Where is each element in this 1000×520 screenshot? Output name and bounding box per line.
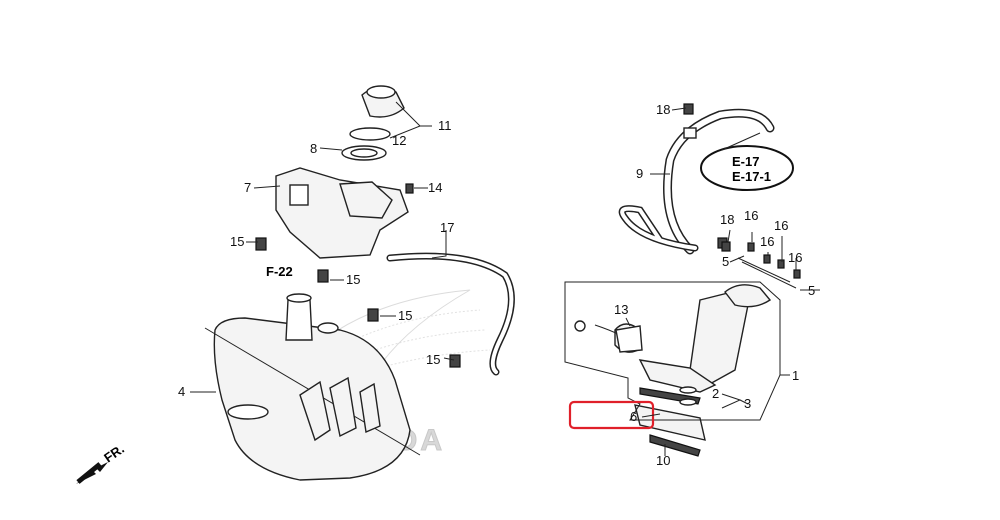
- reference-ellipse-e17: [700, 145, 794, 191]
- callout-2: 2: [712, 386, 719, 401]
- callout-10: 10: [656, 453, 670, 468]
- callout-5-b: 5: [808, 283, 815, 298]
- callout-8: 8: [310, 141, 317, 156]
- bolt-15-c: [367, 308, 379, 322]
- bolt-15-d: [449, 354, 461, 368]
- fuel-feed-hose: [618, 103, 775, 255]
- callout-5-a: 5: [722, 254, 729, 269]
- callout-17: 17: [440, 220, 454, 235]
- fuel-level-sensor-13: [615, 325, 643, 353]
- callout-18-a: 18: [656, 102, 670, 117]
- reference-f22: F-22: [266, 264, 293, 279]
- fuel-tank: [204, 293, 421, 481]
- callout-15-c: 15: [398, 308, 412, 323]
- callout-16-b: 16: [760, 234, 774, 249]
- callout-13: 13: [614, 302, 628, 317]
- callout-9: 9: [636, 166, 643, 181]
- callout-16-c: 16: [774, 218, 788, 233]
- callout-1: 1: [792, 368, 799, 383]
- reference-e17: E-17: [732, 154, 759, 169]
- bolt-15-a: [255, 237, 267, 251]
- callout-15-d: 15: [426, 352, 440, 367]
- callout-15-a: 15: [230, 234, 244, 249]
- fuel-cap-assembly: [341, 85, 405, 161]
- front-indicator-text: FR.: [101, 441, 127, 465]
- callout-4: 4: [178, 384, 185, 399]
- bolt-14: [405, 183, 414, 194]
- reference-e17-1: E-17-1: [732, 169, 771, 184]
- bolt-15-b: [317, 269, 329, 283]
- callout-16-a: 16: [744, 208, 758, 223]
- pump-group-box: [564, 281, 781, 421]
- o-ring-2: [679, 386, 697, 406]
- fuel-filler-bracket: [275, 167, 409, 259]
- breather-tube: [386, 252, 515, 376]
- callout-11: 11: [438, 118, 452, 133]
- callout-6: 6: [630, 409, 637, 424]
- fuel-pump-unit: [574, 284, 772, 393]
- leader-lines: [190, 101, 820, 456]
- callout-16-d: 16: [788, 250, 802, 265]
- callout-7: 7: [244, 180, 251, 195]
- callout-18-b: 18: [720, 212, 734, 227]
- callout-14: 14: [428, 180, 442, 195]
- front-arrow-icon: [76, 462, 108, 484]
- callout-3: 3: [744, 396, 751, 411]
- callout-12: 12: [392, 133, 406, 148]
- clips-16: [721, 241, 801, 289]
- pump-mount-plate: [634, 387, 706, 457]
- callout-15-b: 15: [346, 272, 360, 287]
